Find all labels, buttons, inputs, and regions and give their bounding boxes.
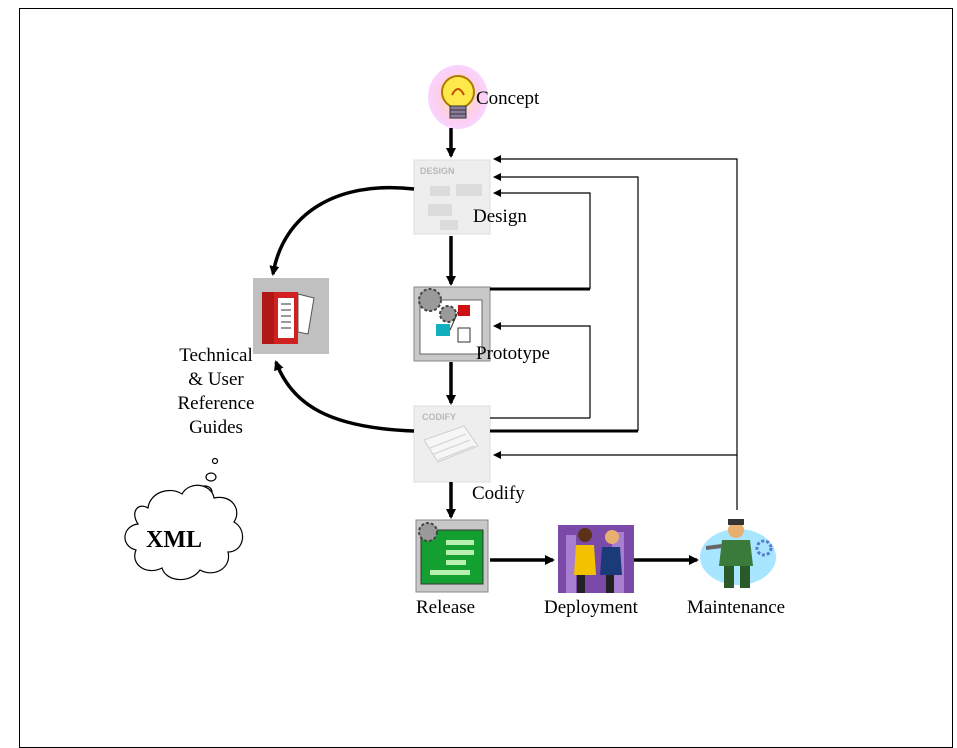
diagram-graphics: DESIGN CODIFY <box>124 65 776 593</box>
release-screen-icon <box>415 519 489 593</box>
stage-label-maintenance: Maintenance <box>687 597 786 618</box>
guides-line-1: Technical <box>179 345 253 366</box>
stage-label-deployment: Deployment <box>544 597 638 618</box>
arrow-design-guides <box>269 185 415 276</box>
lightbulb-icon <box>428 65 488 129</box>
guides-line-3: Reference <box>177 393 255 414</box>
feedback-lines <box>490 155 738 510</box>
stage-label-release: Release <box>416 597 476 618</box>
design-sheet-icon: DESIGN <box>413 159 491 235</box>
handshake-people-icon <box>558 525 634 593</box>
svg-text:CODIFY: CODIFY <box>422 412 456 422</box>
codify-document-icon: CODIFY <box>413 405 491 483</box>
diagram-canvas: DESIGN CODIFY <box>19 8 953 748</box>
guides-line-2: & User <box>188 369 244 390</box>
stage-label-codify: Codify <box>472 483 525 504</box>
svg-text:DESIGN: DESIGN <box>420 166 455 176</box>
stage-label-prototype: Prototype <box>476 343 550 364</box>
flow-arrows <box>269 128 699 565</box>
reference-guides-label: Technical & User Reference Guides <box>168 344 264 440</box>
arrow-codify-guides <box>274 360 415 433</box>
stage-label-design: Design <box>473 206 527 227</box>
reference-book-icon <box>253 278 329 354</box>
xml-label: XML <box>146 527 202 553</box>
mechanic-icon <box>700 519 776 588</box>
prototype-gears-icon <box>413 286 491 362</box>
thought-cloud <box>124 457 244 581</box>
stage-label-concept: Concept <box>476 88 540 109</box>
guides-line-4: Guides <box>189 417 243 438</box>
